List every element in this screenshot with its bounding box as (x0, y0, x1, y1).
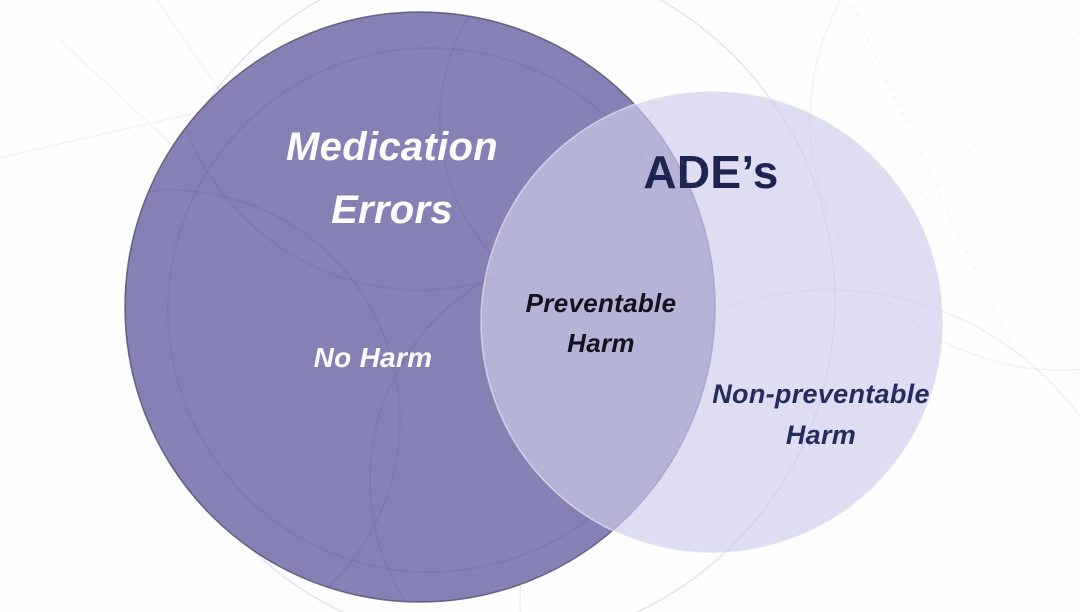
medication-errors-title: Medication Errors (286, 116, 498, 242)
medication-errors-title-line2: Errors (331, 188, 453, 232)
non-preventable-harm-line2: Harm (785, 420, 857, 450)
preventable-harm-line1: Preventable (525, 288, 677, 318)
preventable-harm-label: Preventable Harm (526, 283, 677, 363)
preventable-harm-line2: Harm (567, 328, 635, 358)
no-harm-label: No Harm (313, 342, 433, 373)
non-preventable-harm-label: Non-preventable Harm (712, 374, 930, 456)
ades-title: ADE’s (643, 146, 779, 198)
non-preventable-harm-line1: Non-preventable (712, 379, 930, 409)
medication-errors-title-line1: Medication (286, 125, 498, 169)
ades-circle (480, 90, 944, 554)
